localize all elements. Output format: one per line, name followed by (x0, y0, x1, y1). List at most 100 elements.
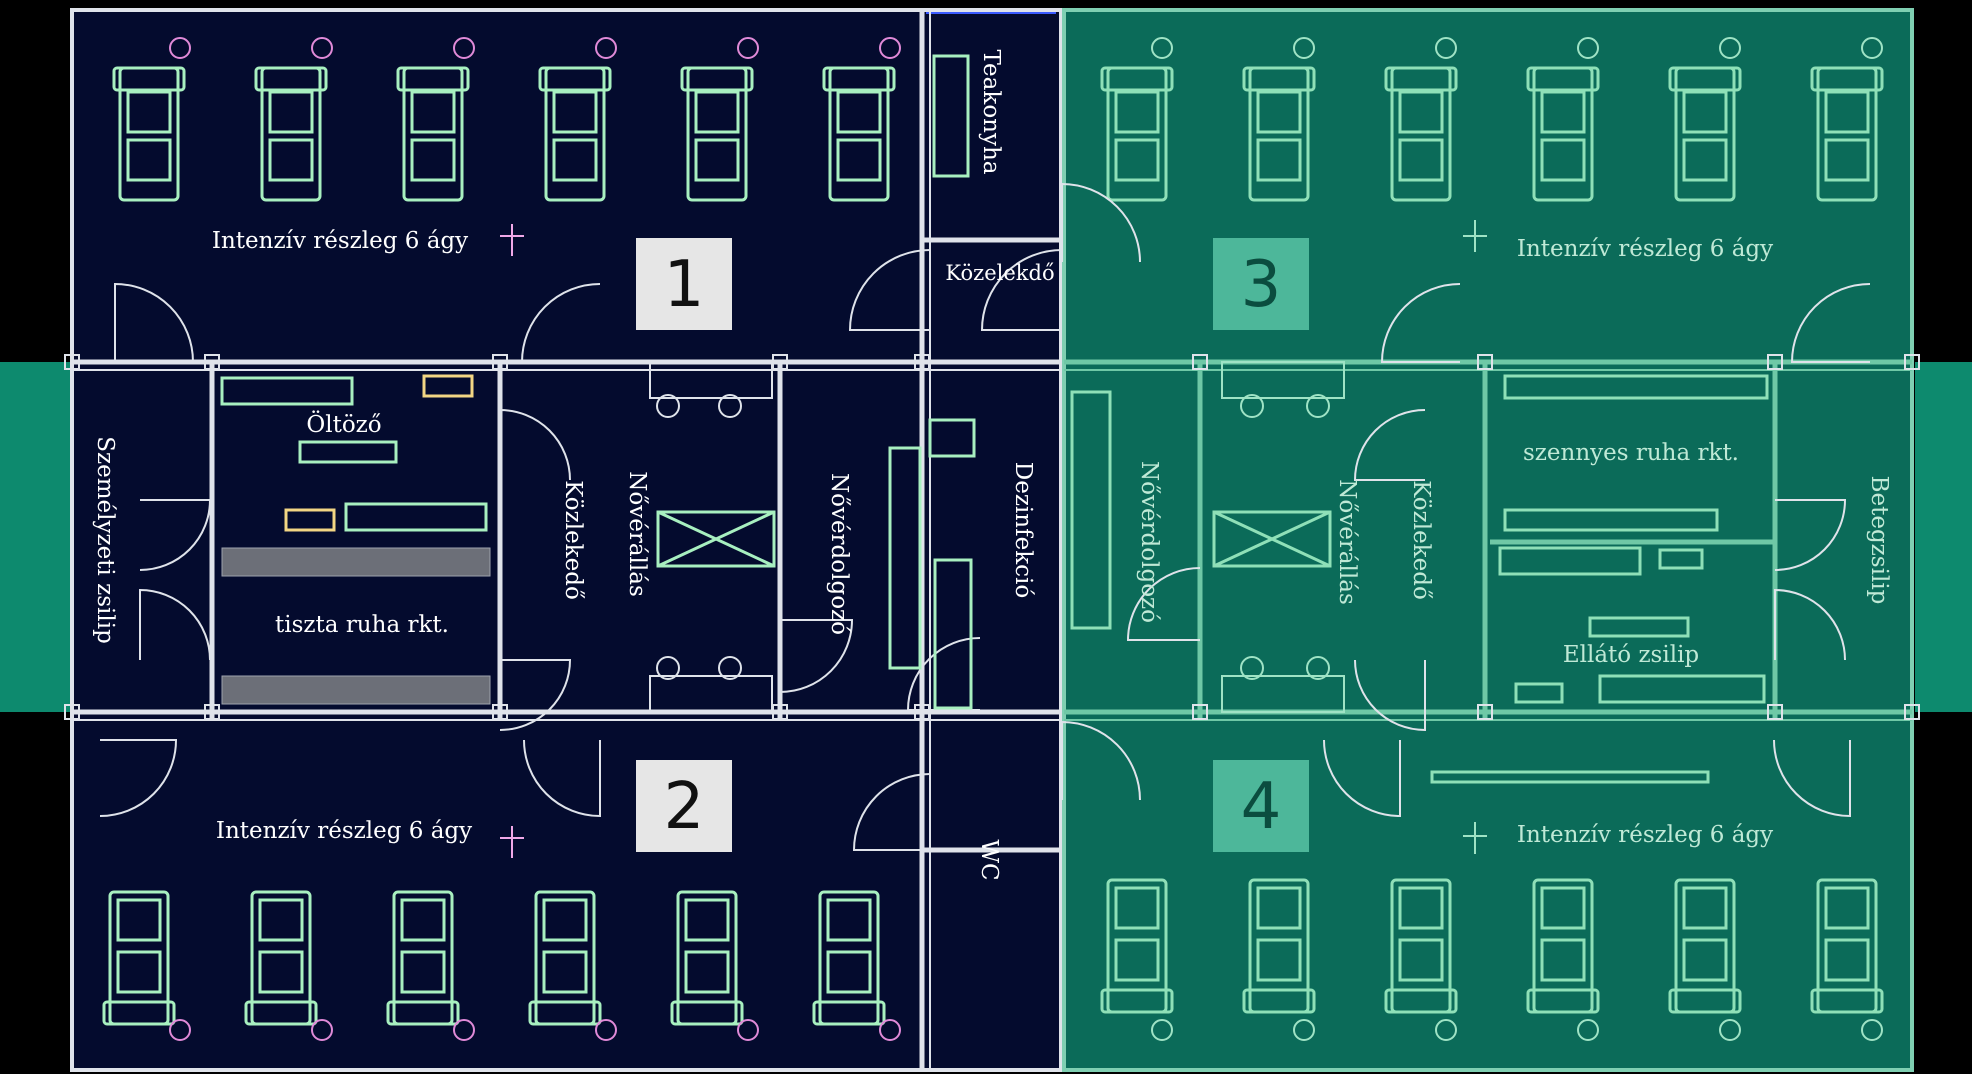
worktop-right-wing (1070, 390, 1112, 630)
right-edge-strip (1915, 362, 1972, 712)
bed (1100, 66, 1174, 202)
column (64, 704, 80, 720)
door (499, 408, 571, 481)
device-icon (1577, 1019, 1599, 1041)
zone-1-box (636, 238, 732, 330)
door (779, 619, 854, 693)
column (204, 704, 220, 720)
structural-columns (64, 354, 1920, 720)
device-icon (1435, 1019, 1457, 1041)
column (492, 354, 508, 370)
label-noverallas-right: Nővérállás (1334, 479, 1360, 605)
bed (670, 890, 744, 1026)
left-corridor-walls (72, 10, 1062, 1070)
locker-row-bottom (344, 502, 488, 532)
zone-1-label: 1 (664, 248, 705, 322)
door (1353, 409, 1426, 481)
device-icon (595, 37, 617, 59)
device-icon (737, 1019, 759, 1041)
yellow-boxes (284, 374, 474, 532)
device-icon (1293, 1019, 1315, 1041)
ceiling-markers (500, 224, 524, 858)
rack-lower-left (1498, 546, 1642, 576)
label-oltozo: Öltöző (306, 411, 381, 438)
door (99, 739, 178, 817)
door (1126, 567, 1201, 641)
device-icon (1151, 1019, 1173, 1041)
column (64, 354, 80, 370)
bed (1384, 66, 1458, 202)
device-icon (1861, 37, 1883, 59)
column (1767, 704, 1783, 720)
bed (102, 890, 176, 1026)
ceiling-markers-right (1463, 220, 1487, 854)
room-labels-right: Intenzív részleg 6 ágy Intenzív részleg … (1136, 236, 1892, 848)
door (1061, 182, 1141, 263)
zone-2-label: 2 (664, 770, 705, 844)
door (520, 283, 601, 363)
column (1767, 354, 1783, 370)
door (1790, 283, 1871, 363)
bench-oltozo (298, 440, 398, 464)
column (1904, 354, 1920, 370)
door (1773, 739, 1851, 818)
label-ellato-zsilip: Ellátó zsilip (1563, 642, 1699, 668)
device-icon (737, 37, 759, 59)
bench-ellato (1588, 616, 1690, 638)
label-tiszta-ruha: tiszta ruha rkt. (275, 612, 449, 638)
door (1061, 720, 1141, 801)
door (139, 499, 212, 571)
right-wing (1062, 8, 1914, 1070)
device-icon (595, 1019, 617, 1041)
locker-row-top (220, 376, 354, 406)
beds (102, 66, 1884, 1026)
column (204, 354, 220, 370)
dirty-laundry-rack-top (1503, 374, 1769, 400)
zone-4-label: 4 (1241, 770, 1282, 844)
column (914, 354, 930, 370)
label-icu-3: Intenzív részleg 6 ágy (1517, 236, 1773, 262)
device-icon (311, 1019, 333, 1041)
zone-4-box (1213, 760, 1309, 852)
label-icu-1: Intenzív részleg 6 ágy (212, 228, 468, 254)
bed (528, 890, 602, 1026)
door (1774, 499, 1847, 571)
right-furniture (1070, 374, 1769, 784)
door (906, 637, 981, 711)
label-noverdolgozo-right: Nővérdolgozó (1136, 461, 1162, 623)
column (914, 704, 930, 720)
device-icon (879, 37, 901, 59)
left-edge-strip (0, 362, 75, 712)
device-icon (1719, 37, 1741, 59)
box-right (1658, 548, 1704, 570)
bed (1668, 66, 1742, 202)
door (1380, 283, 1461, 363)
kitchen-counter (932, 54, 970, 178)
device-icon (1719, 1019, 1741, 1041)
device-icon (169, 37, 191, 59)
label-dezinfekcio: Dezinfekció (1010, 462, 1036, 598)
door (980, 249, 1063, 331)
label-icu-2: Intenzív részleg 6 ágy (216, 818, 472, 844)
label-icu-4: Intenzív részleg 6 ágy (1517, 822, 1773, 848)
device-icon (1293, 37, 1315, 59)
bed (538, 66, 612, 202)
disinfection-unit (928, 418, 976, 458)
nurse-station-desk (656, 510, 776, 568)
corridor-rail (1430, 770, 1710, 784)
device-icon (453, 1019, 475, 1041)
device-icon (1435, 37, 1457, 59)
door (848, 249, 931, 331)
bed (244, 890, 318, 1026)
label-betegzsilip: Betegzsilip (1866, 476, 1892, 605)
room-labels-left: Intenzív részleg 6 ágy Intenzív részleg … (92, 50, 1055, 881)
device-icon (1861, 1019, 1883, 1041)
door (523, 739, 601, 818)
label-noverallas-left: Nővérállás (624, 471, 650, 597)
label-szennyes-ruha: szennyes ruha rkt. (1523, 440, 1739, 466)
bedside-devices (169, 37, 1883, 1041)
zone-3-label: 3 (1241, 248, 1282, 322)
bed (822, 66, 896, 202)
dirty-laundry-rack-mid (1503, 508, 1719, 532)
